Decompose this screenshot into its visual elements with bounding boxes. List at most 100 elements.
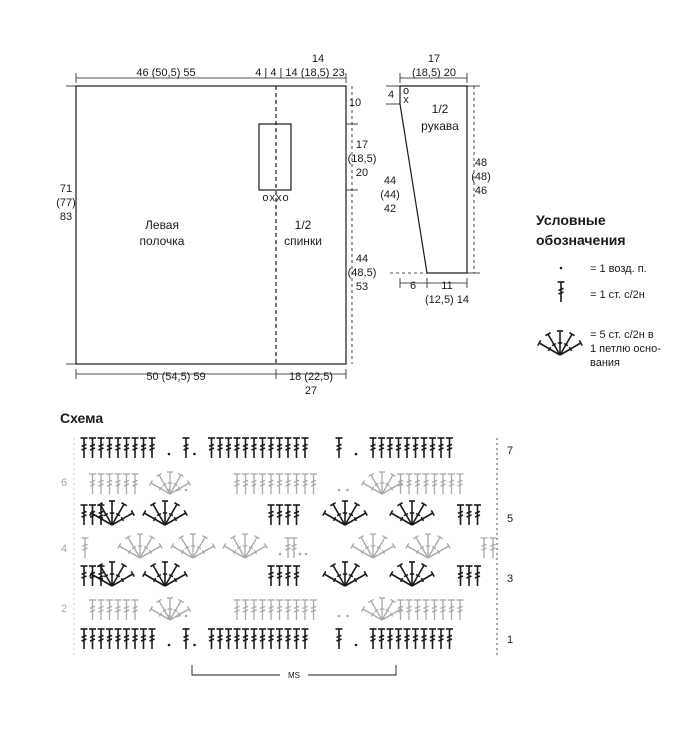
right-bottom-1: 44: [356, 253, 368, 265]
chain-stitch: [346, 488, 349, 492]
edge-row-stitch: [148, 437, 156, 458]
bottom-right-dim-2: 27: [305, 385, 317, 397]
center-stitch: [284, 565, 292, 586]
double-crochet-icon-shape: [557, 281, 565, 302]
light-stitch: [422, 473, 430, 494]
light-stitch: [456, 599, 464, 620]
light-stitch: [439, 473, 447, 494]
light-fan-stitch: [360, 471, 404, 495]
edge-row-stitch: [301, 437, 309, 458]
light-stitch: [310, 599, 317, 620]
front-panel: [66, 73, 358, 379]
light-stitch: [448, 473, 455, 494]
edge-row-stitch: [395, 437, 402, 458]
side-stitch: [80, 565, 88, 586]
light-stitch: [489, 537, 497, 558]
light-stitch: [439, 599, 447, 620]
center-stitch: [276, 565, 283, 586]
center-stitch: [267, 565, 275, 586]
legend-fan-text-3: вания: [590, 357, 620, 369]
sleeve-top-2: (18,5) 20: [412, 67, 456, 79]
light-stitch: [89, 473, 96, 494]
row-number-5: 5: [507, 513, 513, 525]
light-stitch: [267, 473, 275, 494]
light-stitch: [81, 537, 89, 558]
side-stitch: [97, 504, 105, 525]
edge-row-stitch: [114, 628, 122, 649]
row-number-7: 7: [507, 445, 513, 457]
edge-row-stitch: [182, 437, 190, 458]
edge-row-stitch: [420, 628, 428, 649]
edge-row-stitch: [429, 437, 436, 458]
edge-row-stitch: [233, 437, 241, 458]
edge-row-stitch: [80, 628, 88, 649]
edge-row-stitch: [301, 628, 309, 649]
side-stitch: [457, 565, 464, 586]
edge-row-stitch: [97, 437, 105, 458]
row-number-4: 4: [61, 543, 67, 555]
back-top-parts: 4 | 4 | 14 (18,5) 23: [255, 67, 345, 79]
light-stitch: [422, 599, 430, 620]
light-stitch: [233, 599, 241, 620]
light-stitch: [233, 473, 241, 494]
height-1: 71: [60, 183, 72, 195]
repeat-label-bg: [280, 669, 308, 681]
side-stitch: [89, 504, 96, 525]
fan-stitch: [142, 561, 188, 587]
legend-title-2: обозначения: [536, 232, 626, 248]
label-back-1: 1/2: [295, 218, 312, 232]
edge-row-stitch: [276, 437, 283, 458]
legend: Условные обозначения = 1 возд. п. = 1 ст…: [536, 212, 661, 369]
edge-row-stitch: [225, 437, 232, 458]
label-front-2: полочка: [140, 234, 185, 248]
chain-stitch: [304, 552, 308, 556]
edge-row-stitch: [123, 628, 130, 649]
legend-title-1: Условные: [536, 212, 606, 228]
light-stitch: [414, 599, 421, 620]
pocket-rect: [258, 123, 292, 191]
sleeve-right-2: (48): [471, 171, 491, 183]
light-stitch: [301, 473, 309, 494]
light-stitch: [97, 473, 105, 494]
edge-row-stitch: [131, 628, 139, 649]
edge-row-stitch: [437, 437, 445, 458]
edge-row-stitch: [208, 628, 215, 649]
fan-stitch: [322, 500, 368, 526]
light-stitch: [284, 537, 292, 558]
center-stitch: [276, 504, 283, 525]
edge-row-stitch: [250, 437, 258, 458]
edge-row-stitch: [446, 628, 453, 649]
light-stitch: [250, 473, 258, 494]
chain-stitch: [298, 552, 302, 556]
row-number-6: 6: [61, 477, 67, 489]
row-number-1: 1: [507, 634, 513, 646]
edge-row-stitch: [284, 628, 292, 649]
light-stitch: [131, 599, 139, 620]
sleeve-left-3: 42: [384, 203, 396, 215]
light-fan-stitch: [170, 533, 216, 559]
light-stitch: [242, 473, 249, 494]
right-mid-3: 20: [356, 167, 368, 179]
light-stitch: [405, 473, 413, 494]
edge-row-stitch: [403, 437, 411, 458]
light-stitch: [293, 473, 300, 494]
edge-row-stitch: [386, 628, 394, 649]
side-stitch: [465, 504, 473, 525]
legend-chain-text: = 1 возд. п.: [590, 263, 647, 275]
edge-row-stitch: [114, 437, 122, 458]
edge-row-stitch: [242, 628, 249, 649]
light-stitch: [276, 473, 283, 494]
fan-stitch: [389, 561, 435, 587]
center-stitch: [293, 565, 300, 586]
light-stitch: [259, 473, 266, 494]
chain-stitch: [337, 614, 341, 618]
light-fan-stitch: [117, 533, 163, 559]
light-stitch: [276, 599, 283, 620]
chain-stitch: [167, 643, 171, 647]
edge-row-stitch: [403, 628, 411, 649]
right-bottom-2: (48,5): [348, 267, 377, 279]
edge-row-stitch: [446, 437, 453, 458]
edge-row-stitch: [233, 628, 241, 649]
edge-row-stitch: [293, 628, 300, 649]
light-stitch: [250, 599, 258, 620]
